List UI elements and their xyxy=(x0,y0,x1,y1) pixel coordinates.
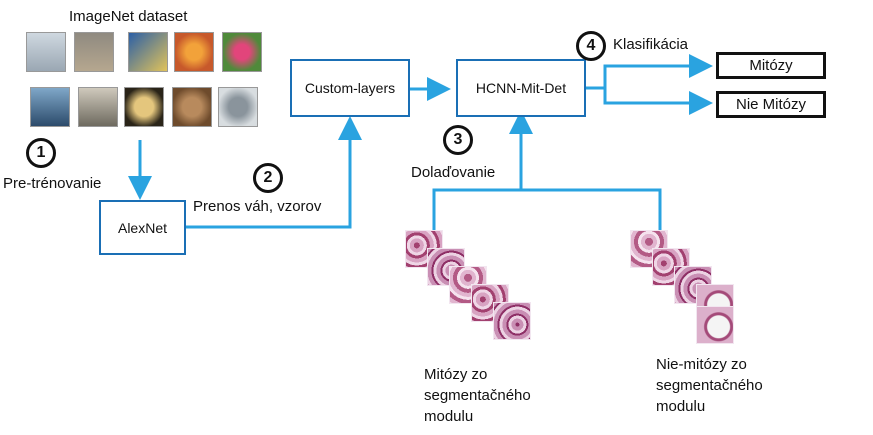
mitosis-patch xyxy=(493,302,531,340)
kettle-thumbnail xyxy=(218,87,258,127)
step-4-marker: 4 xyxy=(576,31,606,61)
non-mitoses-caption-line-1: Nie-mitózy zo xyxy=(656,356,747,373)
step-2-label: Prenos váh, vzorov xyxy=(193,198,322,215)
step-4-label: Klasifikácia xyxy=(613,36,689,53)
figure-thumbnail xyxy=(78,87,118,127)
animal-thumbnail xyxy=(74,32,114,72)
mitoses-caption-line-2: segmentačného xyxy=(424,387,531,404)
mug-thumbnail xyxy=(124,87,164,127)
output-mitozy-label: Mitózy xyxy=(749,57,793,74)
non-mitoses-caption: Nie-mitózy zo segmentačného modulu xyxy=(656,354,763,417)
step-1-label: Pre-trénovanie xyxy=(3,175,102,192)
bird-thumbnail xyxy=(26,32,66,72)
arrow-hcnn-to-nie-mitozy xyxy=(603,88,713,115)
arrow-alexnet-to-custom xyxy=(185,116,362,229)
output-nie-mitozy: Nie Mitózy xyxy=(716,91,826,118)
custom-layers-label: Custom-layers xyxy=(304,80,396,96)
output-mitozy: Mitózy xyxy=(716,52,826,79)
arrow-hcnn-to-mitozy xyxy=(586,54,713,90)
flower-orange-thumbnail xyxy=(174,32,214,72)
teapot-thumbnail xyxy=(172,87,212,127)
step-3-marker: 3 xyxy=(443,125,473,155)
arrow-patches-to-hcnn xyxy=(432,116,662,230)
hcnn-label: HCNN-Mit-Det xyxy=(475,80,567,96)
non-mitosis-patch xyxy=(696,306,734,344)
flower-pink-thumbnail xyxy=(222,32,262,72)
dataset-title: ImageNet dataset xyxy=(69,8,188,25)
mitoses-caption: Mitózy zo segmentačného modulu xyxy=(424,364,531,427)
mitoses-caption-line-3: modulu xyxy=(424,408,474,425)
mitoses-caption-line-1: Mitózy zo xyxy=(424,366,488,383)
bird-branch-thumbnail xyxy=(128,32,168,72)
custom-layers-node: Custom-layers xyxy=(290,59,410,117)
non-mitoses-patch-stack xyxy=(630,230,770,350)
step-1-marker: 1 xyxy=(26,138,56,168)
alexnet-label: AlexNet xyxy=(117,219,168,236)
step-2-marker: 2 xyxy=(253,163,283,193)
output-nie-mitozy-label: Nie Mitózy xyxy=(735,96,806,113)
person-thumbnail xyxy=(30,87,70,127)
imagenet-thumbnails xyxy=(26,32,262,132)
mitoses-patch-stack xyxy=(405,230,535,350)
step-3-label: Dolaďovanie xyxy=(411,164,496,181)
hcnn-node: HCNN-Mit-Det xyxy=(456,59,586,117)
alexnet-node: AlexNet xyxy=(99,200,186,255)
non-mitoses-caption-line-2: segmentačného xyxy=(656,377,763,394)
non-mitoses-caption-line-3: modulu xyxy=(656,398,706,415)
